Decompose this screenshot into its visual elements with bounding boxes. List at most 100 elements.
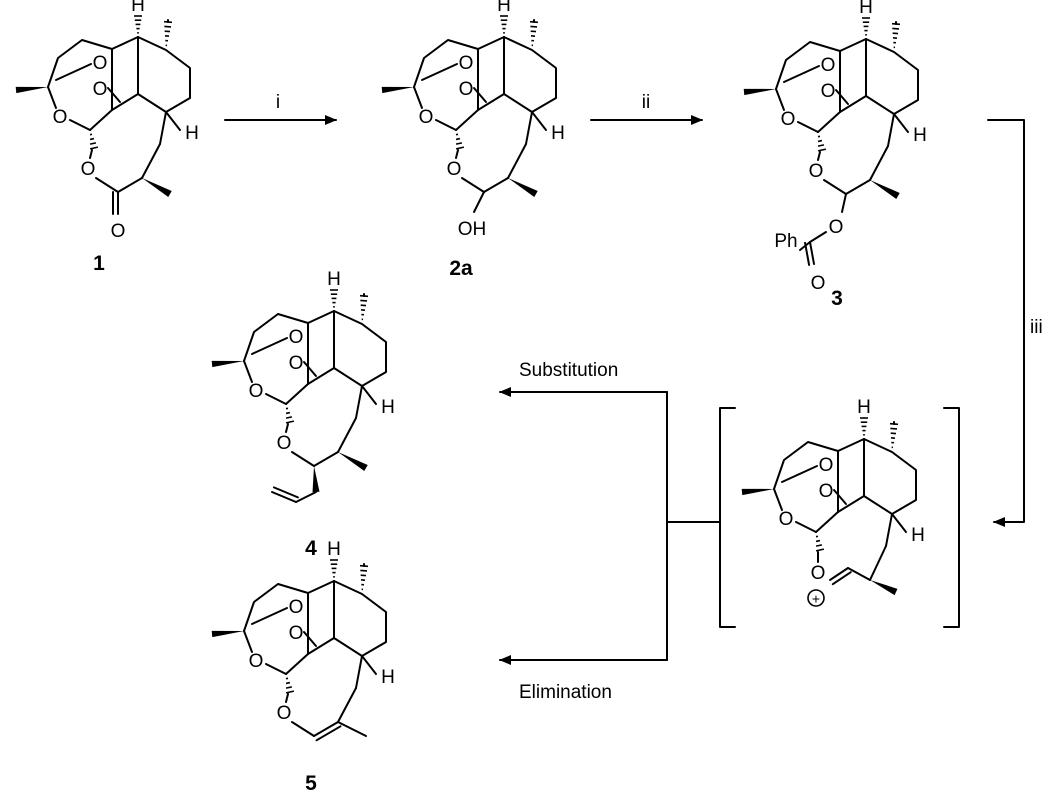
bond [89, 149, 93, 159]
bond [831, 571, 852, 586]
hash-bond [285, 681, 291, 685]
bond [473, 87, 487, 103]
bond [773, 488, 783, 511]
bond [243, 630, 253, 653]
oxygen-atom: O [821, 81, 836, 102]
bond [809, 231, 827, 243]
hydrogen-atom: H [497, 0, 511, 16]
hydrogen-atom: H [857, 397, 871, 418]
hash-bond [285, 411, 291, 415]
bond [271, 491, 297, 503]
step-iii-label: iii [1030, 317, 1043, 338]
hash-bond [817, 148, 827, 152]
bond [815, 511, 839, 533]
bond [413, 86, 423, 109]
bond [313, 451, 339, 467]
bond [863, 495, 893, 515]
bond [337, 417, 357, 453]
bond [839, 38, 867, 52]
oxygen-atom: O [289, 327, 304, 348]
bond [477, 93, 505, 111]
carbonyl-oxygen: O [111, 221, 126, 242]
bond [295, 491, 317, 503]
oxygen-atom: O [447, 159, 462, 180]
bond [333, 637, 363, 657]
hash-bond [817, 144, 825, 147]
bond [775, 88, 785, 111]
positive-charge-sign: + [812, 591, 820, 607]
bond [507, 143, 527, 179]
bond [887, 113, 895, 147]
oxygen-atom: O [93, 79, 108, 100]
hash-bond [89, 137, 95, 141]
bond [863, 438, 917, 515]
bond [307, 637, 335, 655]
hydrogen-atom: H [185, 123, 199, 144]
bond [303, 631, 317, 647]
compound-labels: 1 2a 3 4 5 [93, 252, 843, 795]
bond [47, 86, 57, 109]
oxygen-atom: O [809, 161, 824, 182]
wedge-bond [15, 86, 48, 94]
bond [243, 360, 253, 383]
bond [337, 721, 367, 737]
bond [531, 111, 547, 131]
bond [243, 313, 309, 362]
bond [159, 111, 167, 145]
oxygen-atom: O [819, 455, 834, 476]
bond [869, 145, 889, 181]
compound-label-5: 5 [305, 772, 317, 795]
hash-bond [455, 142, 463, 145]
bond [333, 310, 387, 387]
bond [835, 89, 849, 105]
bond [307, 367, 335, 385]
wedge-bond [741, 488, 774, 496]
oxygen-atom: O [289, 353, 304, 374]
bond [355, 655, 363, 689]
hash-bond [285, 420, 295, 424]
elimination-label: Elimination [519, 682, 612, 703]
bond [525, 111, 533, 145]
bond [95, 177, 119, 193]
bond [251, 607, 288, 625]
hash-bond [285, 416, 293, 419]
hash-bond [285, 686, 293, 689]
oxygen-atom: O [53, 107, 68, 128]
hash-bond [285, 690, 295, 694]
bond [839, 95, 867, 113]
hydrogen-atom: H [913, 125, 927, 146]
bond [89, 109, 113, 131]
bond [69, 119, 91, 131]
oxygen-atom: O [289, 597, 304, 618]
step-ii-label: ii [642, 92, 650, 113]
hash-bond [455, 146, 465, 150]
bond [313, 721, 339, 737]
compound-label-2a: 2a [449, 257, 473, 280]
oxygen-atom: O [781, 109, 796, 130]
phenyl-group: Ph [774, 231, 797, 252]
intermediate-brackets [719, 407, 960, 628]
substitution-label: Substitution [519, 360, 618, 381]
bond [333, 367, 363, 387]
bond [285, 383, 309, 405]
bond [107, 87, 121, 103]
hash-bond [817, 139, 823, 143]
hash-bond [455, 137, 461, 141]
wedge-bond [211, 630, 244, 638]
bond [413, 39, 479, 88]
bond [477, 36, 505, 50]
wedge-bond [870, 580, 898, 596]
bond [55, 63, 92, 81]
arrow-step-iii: iii [987, 119, 1043, 527]
bond [837, 495, 865, 513]
hydrogen-atom: H [327, 539, 341, 560]
bond [461, 177, 485, 193]
oxonium-oxygen: O [811, 563, 826, 584]
wedge-bond [338, 452, 368, 472]
bond [804, 241, 811, 266]
hydrogen-atom: H [381, 397, 395, 418]
